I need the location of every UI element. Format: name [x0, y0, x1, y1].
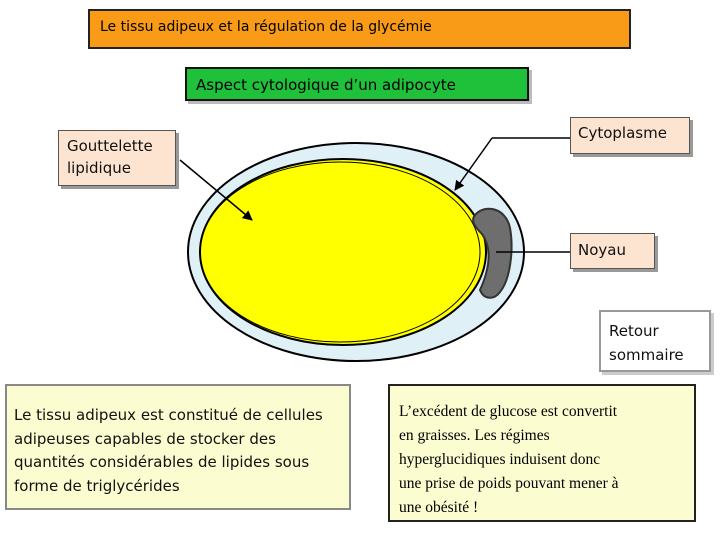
arrow-gouttelette [179, 159, 253, 221]
nucleus [472, 207, 513, 299]
back-to-summary-button[interactable]: Retour sommaire [599, 310, 711, 372]
label-noyau: Noyau [570, 233, 655, 269]
arrow-cytoplasme [454, 137, 493, 191]
text-box-right: L’excédent de glucose est convertit en g… [388, 384, 696, 522]
slide-title: Le tissu adipeux et la régulation de la … [88, 9, 631, 49]
label-cytoplasme: Cytoplasme [570, 117, 690, 154]
label-gouttelette-lipidique: Gouttelette lipidique [58, 130, 176, 186]
diagram-subtitle: Aspect cytologique d’un adipocyte [185, 67, 529, 101]
text-box-left: Le tissu adipeux est constitué de cellul… [5, 384, 351, 510]
